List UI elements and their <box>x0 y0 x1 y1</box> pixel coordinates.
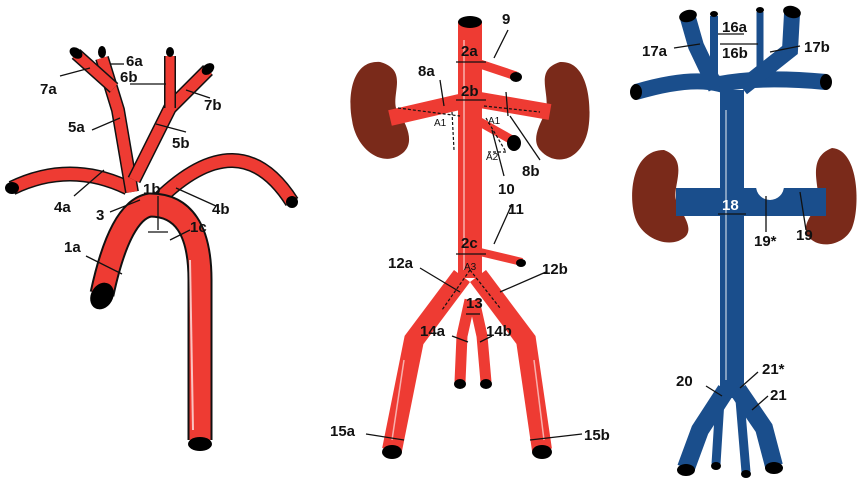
label-A1-right: A1 <box>434 118 447 129</box>
label-2c: 2c <box>461 235 478 252</box>
label-12b: 12b <box>542 261 568 278</box>
common-iliac-right <box>392 276 462 450</box>
vena-cava-panel: 16a 16b 17a 17b 18 19* 19 20 21* 21 <box>630 4 857 478</box>
label-1a: 1a <box>64 239 81 256</box>
label-9: 9 <box>502 11 510 28</box>
label-5b: 5b <box>172 135 190 152</box>
label-4b: 4b <box>212 201 230 218</box>
renal-artery-right <box>390 100 468 118</box>
label-A1-left: A1 <box>488 116 501 127</box>
label-A2: A2 <box>486 152 499 163</box>
label-11: 11 <box>508 201 524 218</box>
label-2b: 2b <box>461 83 479 100</box>
arch-vessels <box>12 54 292 440</box>
label-7a: 7a <box>40 81 57 98</box>
label-16b: 16b <box>722 45 748 62</box>
abdominal-aorta-panel: 2a 2b 2c 8a 8b 9 10 11 12a 12b 13 14a 14… <box>330 11 610 459</box>
branch-9 <box>480 64 516 76</box>
label-13: 13 <box>466 295 483 312</box>
label-16a: 16a <box>722 19 748 36</box>
label-A3: A3 <box>464 262 477 273</box>
label-10: 10 <box>498 181 515 198</box>
label-19-star: 19* <box>754 233 777 250</box>
label-12a: 12a <box>388 255 414 272</box>
label-7b: 7b <box>204 97 222 114</box>
label-14b: 14b <box>486 323 512 340</box>
internal-iliac-left <box>474 300 486 382</box>
label-17a: 17a <box>642 43 668 60</box>
label-20: 20 <box>676 373 693 390</box>
label-17b: 17b <box>804 39 830 56</box>
label-4a: 4a <box>54 199 71 216</box>
label-15b: 15b <box>584 427 610 444</box>
label-19: 19 <box>796 227 813 244</box>
label-6a: 6a <box>126 53 143 70</box>
label-1c: 1c <box>190 219 207 236</box>
label-18: 18 <box>722 197 739 214</box>
label-14a: 14a <box>420 323 446 340</box>
renal-artery-left <box>480 100 550 112</box>
label-1b: 1b <box>143 181 161 198</box>
label-15a: 15a <box>330 423 356 440</box>
label-8a: 8a <box>418 63 435 80</box>
label-2a: 2a <box>461 43 478 60</box>
label-8b: 8b <box>522 163 540 180</box>
arch-vessel-ends <box>5 45 298 451</box>
label-5a: 5a <box>68 119 85 136</box>
label-21: 21 <box>770 387 787 404</box>
aortic-arch-panel: 1a 1b 1c 3 4a 4b 5a 5b 6a 6b 7a 7b <box>5 45 298 451</box>
label-3: 3 <box>96 207 104 224</box>
branch-11 <box>480 252 522 262</box>
label-6b: 6b <box>120 69 138 86</box>
label-21-star: 21* <box>762 361 785 378</box>
